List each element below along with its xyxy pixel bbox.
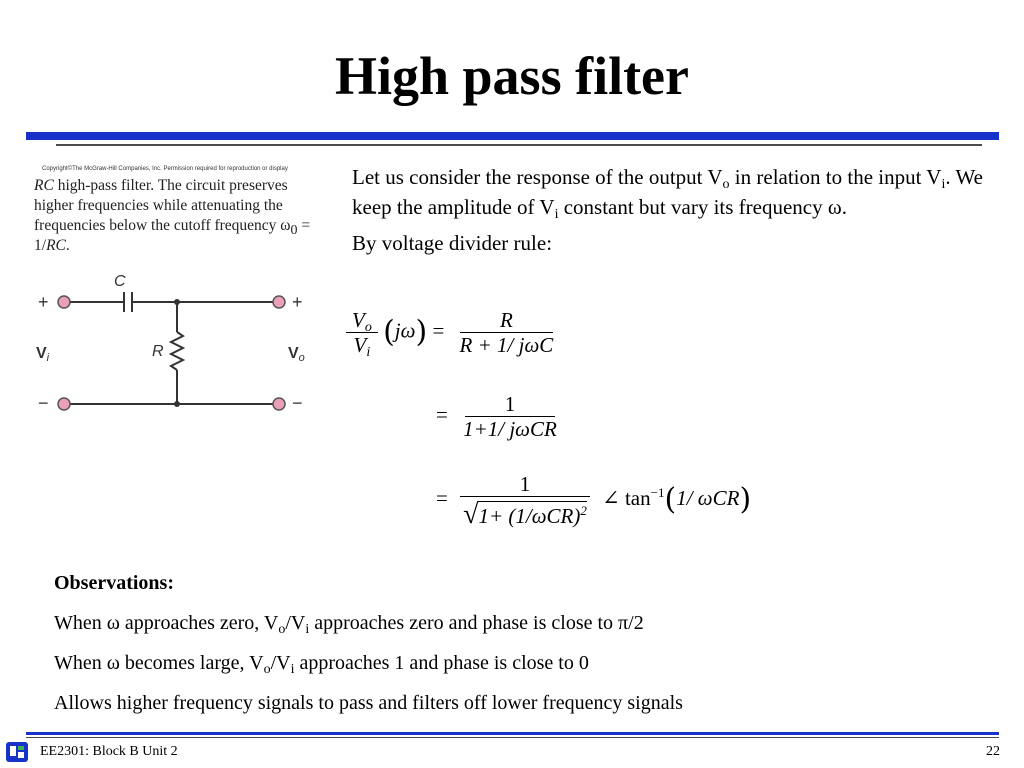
- title-rule-thin: [56, 144, 982, 146]
- output-minus-label: −: [292, 393, 303, 413]
- fraction-3: 1 √1+ (1/ωCR)2: [457, 472, 593, 529]
- resistor-label: R: [152, 343, 164, 360]
- equals-3: =: [436, 485, 448, 510]
- slide-title: High pass filter: [334, 46, 689, 106]
- equals-2: =: [436, 402, 448, 427]
- paragraph-response: Let us consider the response of the outp…: [352, 165, 983, 222]
- phase-angle: ∠ tan−1(1/ ωCR): [602, 482, 752, 517]
- figure-caption: RC high-pass filter. The circuit preserv…: [34, 176, 329, 256]
- explanation-text: Let us consider the response of the outp…: [352, 162, 992, 258]
- circuit-figure: Copyright©The McGraw-Hill Companies, Inc…: [30, 160, 330, 430]
- copyright-notice: Copyright©The McGraw-Hill Companies, Inc…: [42, 166, 288, 172]
- footer-rule-thin: [26, 737, 999, 738]
- vi-label: Vi: [36, 345, 50, 364]
- fraction-2: 1 1+1/ jωCR: [463, 392, 557, 441]
- observation-2: When ω becomes large, Vo/Vi approaches 1…: [54, 652, 589, 677]
- observations-heading: Observations:: [54, 572, 174, 594]
- observation-3: Allows higher frequency signals to pass …: [54, 692, 683, 714]
- caption-text: high-pass filter. The circuit preserves …: [34, 177, 291, 234]
- observations: Observations: When ω approaches zero, Vo…: [54, 570, 994, 716]
- footer-rule-thick: [26, 732, 999, 735]
- output-plus-terminal: [272, 295, 286, 309]
- rc-circuit-diagram: C R + − + − Vi Vo: [36, 273, 305, 413]
- fraction-1: R R + 1/ jωC: [459, 308, 554, 357]
- footer-course: EE2301: Block B Unit 2: [40, 744, 178, 759]
- title-rule-thick: [26, 132, 999, 140]
- caption-end: .: [65, 237, 70, 254]
- caption-sub: 0: [290, 223, 298, 238]
- observation-1: When ω approaches zero, Vo/Vi approaches…: [54, 612, 644, 637]
- lhs-fraction: Vo Vi: [346, 308, 378, 360]
- university-logo-icon: [6, 742, 28, 762]
- caption-tail: = 1/: [34, 217, 311, 254]
- lhs-argument: jω: [394, 318, 416, 343]
- caption-rc2: RC: [46, 237, 66, 254]
- equation-2: = 1 1+1/ jωCR: [436, 392, 563, 441]
- capacitor-label: C: [114, 273, 126, 290]
- equation-1: Vo Vi (jω) = R R + 1/ jωC: [346, 308, 559, 360]
- output-minus-terminal: [272, 397, 286, 411]
- input-plus-label: +: [38, 292, 49, 312]
- paragraph-divider-rule: By voltage divider rule:: [352, 231, 553, 255]
- caption-rc: RC: [34, 177, 54, 194]
- vo-label: Vo: [288, 345, 305, 364]
- equation-3: = 1 √1+ (1/ωCR)2 ∠ tan−1(1/ ωCR): [436, 472, 752, 529]
- output-plus-label: +: [292, 292, 303, 312]
- input-plus-terminal: [57, 295, 71, 309]
- input-minus-label: −: [38, 393, 49, 413]
- input-minus-terminal: [57, 397, 71, 411]
- equals-1: =: [432, 318, 445, 343]
- page-number: 22: [986, 744, 1000, 759]
